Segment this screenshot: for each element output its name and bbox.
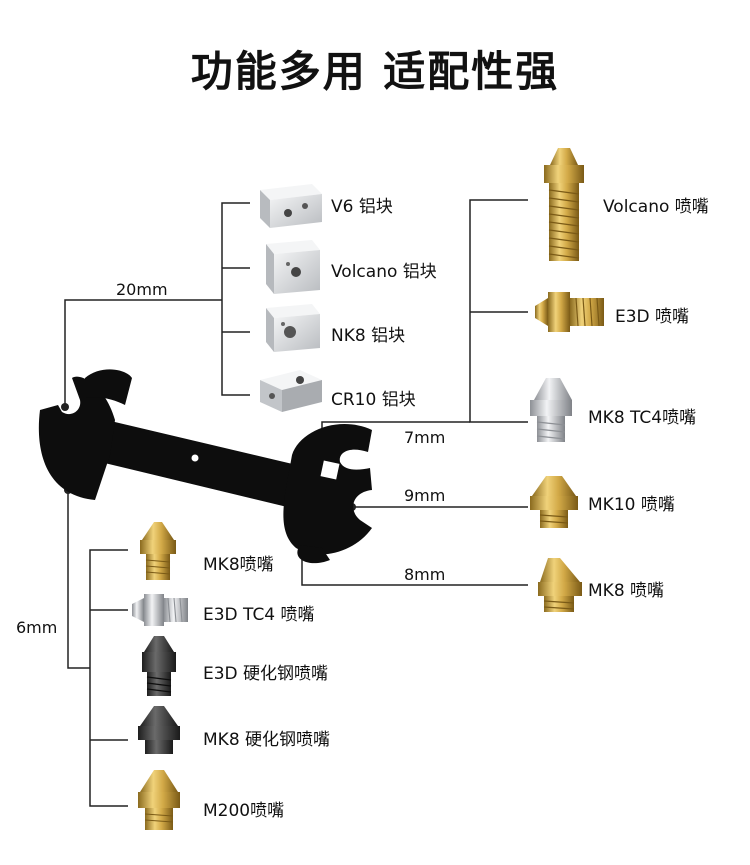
nozzle-left-e3d-tc4 [132, 594, 188, 626]
nozzle-volcano [544, 148, 584, 261]
wrench [38, 369, 372, 564]
nozzle-mk8 [538, 558, 582, 612]
nozzle-mk8-tc4 [530, 378, 572, 442]
label-block-cr10: CR10 铝块 [331, 390, 416, 410]
block-cr10 [260, 370, 322, 412]
page-title: 功能多用 适配性强 [190, 47, 560, 96]
label-left-mk8: MK8喷嘴 [203, 555, 274, 575]
label-block-nk8: NK8 铝块 [331, 326, 406, 346]
label-nozzle-e3d: E3D 喷嘴 [615, 307, 690, 327]
label-nozzle-mk8-tc4: MK8 TC4喷嘴 [588, 408, 697, 428]
nozzle-left-m200 [138, 770, 180, 830]
wrench-notch [320, 460, 340, 480]
label-nozzle-volcano: Volcano 喷嘴 [603, 197, 709, 217]
label-nozzle-mk8: MK8 喷嘴 [588, 581, 665, 601]
label-left-e3d-hardened: E3D 硬化钢喷嘴 [203, 664, 329, 684]
nozzle-left-e3d-hardened [142, 636, 176, 696]
nozzle-e3d [535, 292, 604, 332]
connector-lines [64, 199, 528, 807]
label-block-v6: V6 铝块 [331, 197, 393, 217]
measure-6mm: 6mm [16, 618, 58, 637]
block-volcano [266, 240, 320, 294]
measure-9mm: 9mm [404, 486, 446, 505]
label-nozzle-mk10: MK10 喷嘴 [588, 495, 675, 515]
measure-7mm: 7mm [404, 428, 446, 447]
label-left-m200: M200喷嘴 [203, 801, 285, 821]
block-v6 [260, 184, 322, 228]
nozzle-mk10 [530, 476, 578, 528]
label-left-mk8-hardened: MK8 硬化钢喷嘴 [203, 730, 331, 750]
block-nk8 [266, 304, 320, 352]
nozzle-left-mk8 [140, 522, 176, 580]
label-block-volcano: Volcano 铝块 [331, 262, 437, 282]
measure-8mm: 8mm [404, 565, 446, 584]
nozzle-left-mk8-hardened [138, 706, 180, 754]
wrench-hole [191, 454, 199, 462]
measure-20mm: 20mm [116, 280, 168, 299]
label-left-e3d-tc4: E3D TC4 喷嘴 [203, 605, 315, 625]
